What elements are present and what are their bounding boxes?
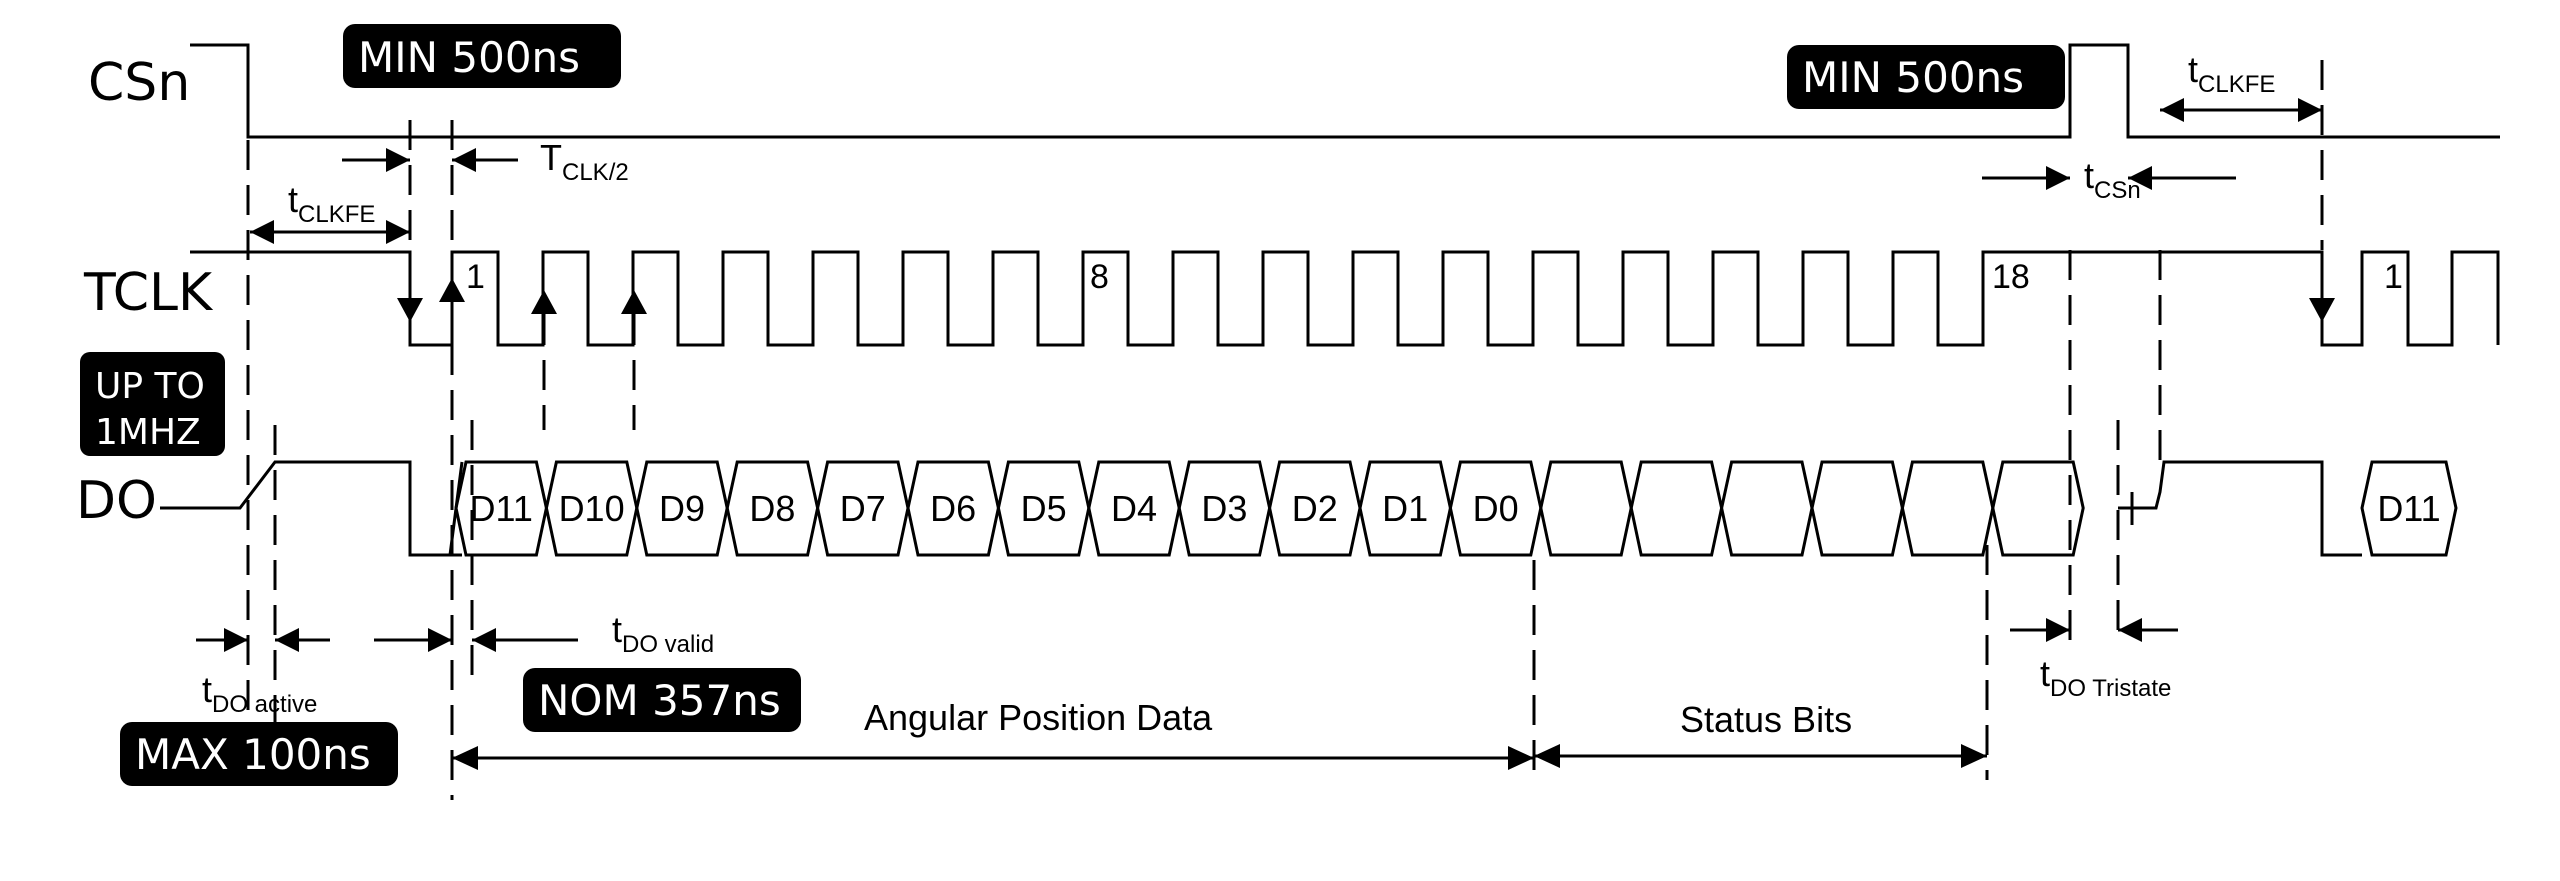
- data-bit-d10-label: D10: [559, 488, 625, 529]
- badge-min-500ns-right: MIN 500ns: [1787, 45, 2065, 109]
- data-bit-d1-label: D1: [1382, 488, 1428, 529]
- clock-count-1: 1: [466, 258, 485, 296]
- reference-dashes: [246, 60, 2324, 800]
- status-bit-6-box: [1991, 460, 2085, 557]
- tdo-active-label: tDO active: [202, 669, 317, 718]
- data-bit-d6-label: D6: [930, 488, 976, 529]
- csn-waveform: [190, 43, 2500, 139]
- tclk-signal-label: TCLK: [83, 263, 214, 323]
- svg-text:NOM 357ns: NOM 357ns: [538, 676, 781, 725]
- badge-min-500ns-left: MIN 500ns: [343, 24, 621, 88]
- data-bit-d0-label: D0: [1473, 488, 1519, 529]
- badge-max-100ns: MAX 100ns: [120, 722, 398, 786]
- status-bit-5-box: [1900, 460, 1995, 557]
- clock-edge-arrows: [397, 252, 2335, 345]
- data-bit-d2-label: D2: [1292, 488, 1338, 529]
- status-bit-1-box: [1539, 460, 1633, 557]
- status-bit-2-box: [1629, 460, 1724, 557]
- data-bit-d7-label: D7: [840, 488, 886, 529]
- tdo-tristate-label: tDO Tristate: [2040, 653, 2171, 702]
- tcsn-label: tCSn: [2084, 155, 2141, 204]
- next-data-bit-d11-box: [2360, 460, 2458, 557]
- svg-text:UP TO: UP TO: [95, 366, 205, 407]
- clock-count-next-1: 1: [2384, 258, 2403, 296]
- tclk-waveform: [190, 250, 2500, 347]
- angular-position-label: Angular Position Data: [864, 697, 1213, 738]
- do-signal-label: DO: [76, 471, 157, 531]
- timing-dimension-arrows: [196, 98, 2322, 652]
- badge-up-to-1mhz: UP TO 1MHZ: [80, 352, 225, 456]
- data-bit-d5-label: D5: [1021, 488, 1067, 529]
- status-bit-4-box: [1810, 460, 1904, 557]
- tclkfe-end-label: tCLKFE: [2188, 49, 2275, 98]
- next-data-bit-d11-label: D11: [2377, 488, 2440, 529]
- tclkfe-start-label: tCLKFE: [288, 179, 375, 228]
- data-bit-d4-label: D4: [1111, 488, 1157, 529]
- data-bit-d11-label: D11: [470, 488, 533, 529]
- svg-text:MIN 500ns: MIN 500ns: [1802, 53, 2024, 102]
- data-bit-d8-label: D8: [749, 488, 795, 529]
- clock-count-8: 8: [1090, 258, 1109, 296]
- do-data-cells: D11 D10 D9 D8 D7 D6 D5 D4 D3 D2 D1 D0 D11: [454, 460, 2458, 557]
- clock-count-18: 18: [1992, 258, 2030, 296]
- tdo-valid-label: tDO valid: [612, 609, 714, 658]
- status-span-arrow: [1534, 744, 1987, 768]
- tclk2-label: TCLK/2: [540, 137, 629, 186]
- data-bit-d9-label: D9: [659, 488, 705, 529]
- angular-span-arrow: [452, 746, 1534, 770]
- svg-text:1MHZ: 1MHZ: [95, 412, 201, 453]
- status-bit-3-box: [1720, 460, 1814, 557]
- data-bit-d3-label: D3: [1201, 488, 1247, 529]
- svg-text:MIN 500ns: MIN 500ns: [358, 33, 580, 82]
- badge-nom-357ns: NOM 357ns: [523, 668, 801, 732]
- svg-text:MAX 100ns: MAX 100ns: [135, 730, 371, 779]
- csn-signal-label: CSn: [88, 53, 190, 113]
- status-bits-label: Status Bits: [1680, 699, 1852, 740]
